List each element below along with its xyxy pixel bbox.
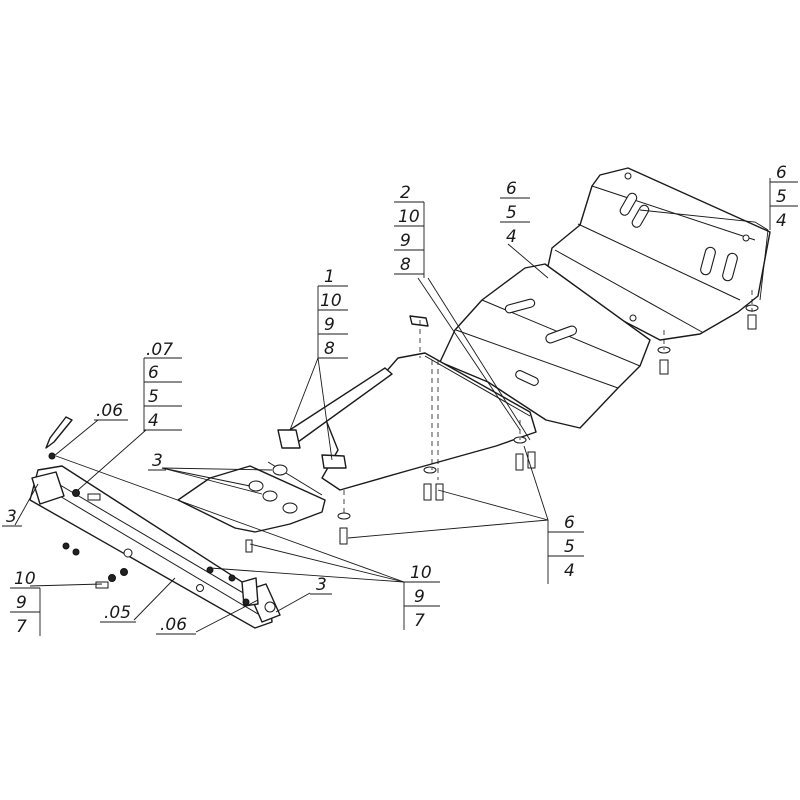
bolt (747, 314, 757, 330)
mount-nut (282, 502, 298, 514)
callout-left-bolts: 10 9 7 (10, 569, 41, 637)
beam-nut (196, 584, 204, 592)
callout-bottom-center: 10 9 7 (403, 563, 440, 631)
callout-label: 4 (148, 411, 159, 431)
callout-front-plate: 1 10 9 8 (317, 267, 348, 360)
nut (228, 574, 236, 582)
callout-label: 9 (324, 315, 335, 335)
callout-label: 7 (414, 611, 425, 631)
callout-label: 5 (564, 537, 575, 557)
callout-label: 7 (16, 617, 27, 637)
middle-skid-plate (439, 263, 651, 429)
callout-bottom-right: 6 5 4 (547, 513, 584, 584)
nut (48, 452, 56, 460)
callout-label: 4 (776, 211, 787, 231)
washer (337, 512, 351, 520)
callout-label: 4 (506, 227, 517, 247)
nut (72, 548, 80, 556)
beam-nut (123, 548, 133, 558)
callout-label: 9 (16, 593, 27, 613)
callout-label: .06 (96, 401, 123, 421)
callout-label: .05 (104, 603, 131, 623)
mount-nut (272, 464, 288, 476)
rear-plate-slot (700, 246, 716, 276)
bolt (339, 527, 348, 545)
callout-rear-upper: 6 5 4 (500, 179, 530, 247)
callout-label: 6 (148, 363, 159, 383)
callout-label: 3 (6, 507, 17, 527)
tab-1b (321, 454, 347, 469)
callout-middle-plate: 2 10 9 8 (394, 183, 425, 278)
bolt (435, 483, 444, 501)
leader-lines (14, 209, 769, 633)
bolt (527, 451, 536, 469)
callout-beam: .05 (100, 603, 136, 623)
callout-label: 8 (400, 255, 411, 275)
callout-right-mount: 3 (310, 575, 332, 595)
callout-top-right: 6 5 4 (769, 163, 798, 231)
callout-label: 6 (564, 513, 575, 533)
bolt (659, 359, 669, 375)
nut (62, 542, 70, 550)
callout-label: 4 (564, 561, 575, 581)
callout-label: 10 (410, 563, 432, 583)
nut (108, 574, 116, 582)
bolt (87, 493, 101, 501)
right-end-mount (264, 601, 276, 613)
mount-nut (262, 490, 278, 502)
callout-label: 5 (776, 187, 787, 207)
callout-label: 1 (324, 267, 335, 287)
tab-2 (409, 315, 429, 327)
nut (242, 598, 250, 606)
rear-plate-slot (722, 252, 738, 282)
left-rod (45, 416, 73, 449)
callout-label: 6 (776, 163, 787, 183)
callout-label: .07 (146, 340, 173, 360)
callout-bracket-left: .06 (94, 401, 128, 421)
callout-beam-right: .06 (156, 615, 196, 635)
nut (72, 489, 80, 497)
callout-label: 9 (400, 231, 411, 251)
callout-label: 3 (152, 451, 163, 471)
front-skid-plate (281, 352, 537, 491)
bolt (515, 453, 524, 471)
bolt (423, 483, 432, 501)
washer (423, 466, 437, 474)
callout-label: 2 (400, 183, 411, 203)
callout-label: 10 (320, 291, 342, 311)
callout-mounts: 3 (148, 451, 166, 471)
callout-label: 5 (506, 203, 517, 223)
callout-label: 5 (148, 387, 159, 407)
rear-skid-plate (544, 167, 771, 341)
rear-plate-hole (624, 172, 632, 180)
callout-label: 8 (324, 339, 335, 359)
tab-1 (277, 429, 301, 449)
nut (120, 568, 128, 576)
callout-left-end: 3 (2, 507, 22, 527)
callout-label: 10 (398, 207, 420, 227)
bolt (95, 581, 109, 589)
rear-plate-hole (742, 234, 750, 242)
middle-plate-slot (515, 370, 539, 386)
middle-plate-slot (504, 298, 536, 314)
rear-plate-hole (629, 314, 637, 322)
tabs (45, 315, 429, 607)
middle-plate-slot (545, 325, 578, 344)
callout-bracket: .07 6 5 4 (143, 340, 182, 432)
rear-plate-slot (619, 192, 638, 216)
callout-label: 9 (414, 587, 425, 607)
bolt (245, 539, 253, 553)
callout-label: 10 (14, 569, 36, 589)
callout-label: 6 (506, 179, 517, 199)
front-bracket-plate (177, 461, 326, 533)
mount-nut (248, 480, 264, 492)
callout-label: 3 (316, 575, 327, 595)
callout-label: .06 (160, 615, 187, 635)
